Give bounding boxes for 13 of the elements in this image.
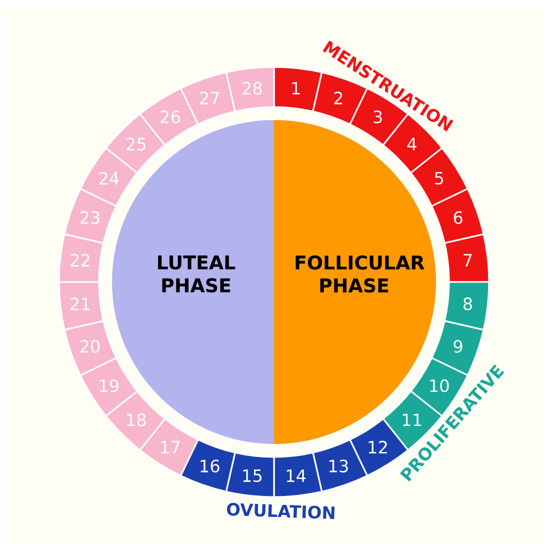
day-segment: 28: [225, 66, 275, 112]
day-segment: 14: [273, 452, 323, 498]
day-segment: 27: [180, 72, 236, 126]
day-segment: 23: [64, 188, 118, 244]
day-segment: 6: [430, 188, 484, 244]
day-segment: 9: [430, 320, 484, 376]
day-segment: 13: [312, 438, 368, 492]
phase-label: OVULATION: [226, 502, 335, 520]
day-segment: 20: [64, 320, 118, 376]
day-segment: 16: [180, 438, 236, 492]
day-segment: 21: [58, 281, 104, 331]
day-segment: 8: [444, 281, 490, 331]
day-segment: 1: [273, 66, 323, 112]
